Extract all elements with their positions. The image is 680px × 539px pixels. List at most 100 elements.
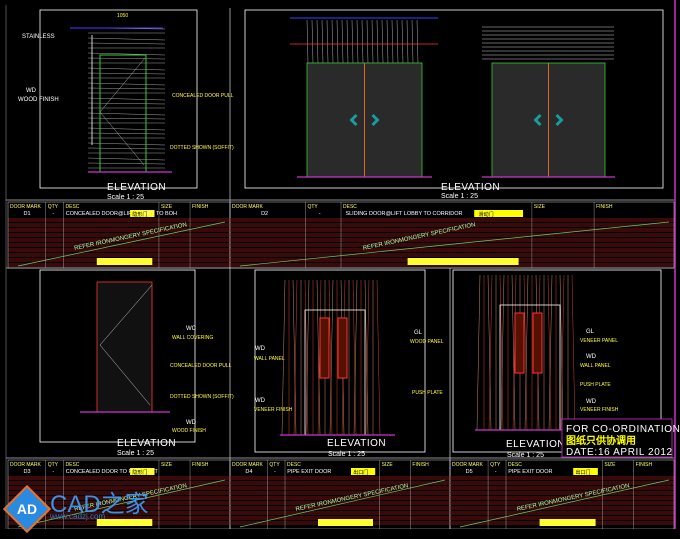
schedule-header: QTY bbox=[490, 462, 501, 468]
wall-line bbox=[401, 19, 404, 64]
dim-width: 1050 bbox=[117, 13, 128, 19]
door-desc: PIPE EXIT DOOR bbox=[508, 469, 552, 475]
schedule-header: SIZE bbox=[382, 462, 394, 468]
wall-line bbox=[559, 274, 564, 431]
schedule-header: SIZE bbox=[534, 204, 546, 210]
elevation-scale: Scale 1 : 25 bbox=[107, 194, 144, 201]
schedule-header: QTY bbox=[48, 462, 59, 468]
label-veneer: VENEER FINISH bbox=[254, 407, 293, 413]
wall-line bbox=[523, 274, 528, 431]
swing-line bbox=[99, 57, 146, 113]
wall-line bbox=[511, 274, 516, 431]
wall-line bbox=[87, 82, 166, 86]
wall-line bbox=[87, 87, 166, 90]
schedule-header: FINISH bbox=[596, 204, 613, 210]
door-leaf bbox=[96, 281, 153, 413]
schedule-header: DESC bbox=[287, 462, 301, 468]
wall-line bbox=[336, 19, 339, 64]
spec-line bbox=[17, 221, 226, 267]
tag-gl: GL bbox=[414, 330, 423, 336]
schedule-header: SIZE bbox=[161, 204, 173, 210]
date-value: 16 APRIL 2012 bbox=[598, 447, 673, 458]
wall-line bbox=[411, 19, 414, 64]
wall-line bbox=[500, 274, 505, 431]
schedule-row-bg bbox=[8, 253, 230, 257]
wall-line bbox=[487, 274, 492, 431]
schedule-frame bbox=[449, 459, 675, 529]
wall-line bbox=[328, 279, 333, 436]
wall-line bbox=[316, 19, 319, 64]
wall-line bbox=[331, 19, 334, 64]
watermark-logo: AD CAD之家 www.cadzj.com bbox=[2, 484, 154, 534]
wall-line bbox=[346, 19, 349, 64]
wall-line bbox=[87, 42, 166, 45]
status-text: FOR CO-ORDINATION bbox=[566, 424, 680, 435]
wall-line bbox=[406, 19, 409, 64]
elevation-scale: Scale 1 : 25 bbox=[441, 193, 478, 200]
schedule-row-bg bbox=[450, 511, 674, 515]
wall-line bbox=[305, 279, 310, 436]
schedule-row-bg bbox=[450, 516, 674, 520]
wall-line bbox=[376, 279, 381, 436]
wall-line bbox=[386, 19, 389, 64]
wall-line bbox=[87, 132, 166, 135]
schedule-header: QTY bbox=[48, 204, 59, 210]
wall-line bbox=[304, 279, 309, 436]
wall-line bbox=[547, 274, 552, 431]
elevation-title: ELEVATION bbox=[107, 182, 166, 193]
panel-frame bbox=[254, 269, 426, 453]
door-desc: PIPE EXIT DOOR bbox=[287, 469, 331, 475]
schedule-frame bbox=[229, 201, 675, 269]
label-wall-panel: WALL PANEL bbox=[254, 356, 285, 362]
label-stainless: STAINLESS bbox=[22, 34, 55, 40]
swing-line bbox=[99, 111, 145, 166]
glass-panel bbox=[319, 317, 330, 379]
wall-line bbox=[87, 117, 166, 120]
wall-line bbox=[361, 19, 364, 64]
highlight-block bbox=[96, 258, 153, 265]
label-concealed-pull: CONCEALED DOOR PULL bbox=[172, 93, 234, 99]
wall-line bbox=[87, 37, 166, 41]
wall-line bbox=[321, 19, 324, 64]
highlight-block bbox=[407, 258, 519, 265]
wall-line bbox=[356, 19, 359, 64]
schedule-row-bg bbox=[450, 486, 674, 490]
elevation-panel-3: WC WALL COVERING CONCEALED DOOR PULL DOT… bbox=[117, 326, 234, 457]
schedule-row-bg bbox=[230, 248, 674, 252]
wall-line bbox=[87, 127, 166, 131]
tag-wd: WD bbox=[255, 398, 266, 404]
wall-line bbox=[87, 162, 166, 165]
highlight-block bbox=[318, 519, 373, 526]
schedule-row-bg bbox=[230, 233, 674, 237]
schedule-row-bg bbox=[450, 496, 674, 500]
spec-line bbox=[459, 479, 670, 528]
tag-wd: WD bbox=[186, 420, 197, 426]
door-desc: CONCEALED DOOR@LIFT LOBBY TO BOH bbox=[66, 211, 177, 217]
schedule-row-bg bbox=[8, 223, 230, 227]
wall-line bbox=[376, 19, 379, 64]
highlight-block bbox=[96, 519, 153, 526]
wall-line bbox=[396, 19, 399, 64]
door-mark: D2 bbox=[261, 211, 268, 217]
schedule-row-bg bbox=[450, 476, 674, 480]
schedule-row-bg bbox=[8, 511, 230, 515]
door-tag: 隐形门 bbox=[132, 211, 147, 218]
label-veneer-panel: VENEER PANEL bbox=[580, 338, 618, 344]
wall-line bbox=[365, 279, 370, 436]
schedule-header: DOOR MARK bbox=[452, 462, 484, 468]
schedule-row-bg bbox=[230, 491, 450, 495]
door-tag: 隐形门 bbox=[132, 469, 147, 476]
slide-arrow-icon bbox=[349, 113, 380, 127]
label-push-plate: PUSH PLATE bbox=[580, 382, 611, 388]
schedule-header: DOOR MARK bbox=[10, 462, 42, 468]
label-push-plate: PUSH PLATE bbox=[412, 390, 443, 396]
door-qty: - bbox=[52, 469, 54, 475]
schedule-row-bg bbox=[450, 506, 674, 510]
wall-line bbox=[87, 147, 166, 150]
wall-line bbox=[391, 19, 394, 64]
wall-line bbox=[476, 274, 481, 431]
schedule-row-bg bbox=[8, 228, 230, 232]
spec-line bbox=[17, 479, 226, 528]
